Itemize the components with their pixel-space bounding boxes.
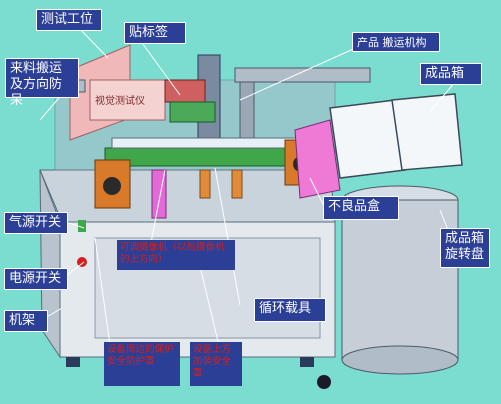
finished-bin-right — [391, 93, 463, 171]
equipment-placard: 视觉测试仪 — [95, 94, 145, 107]
label-power-switch: 电源开关 — [4, 268, 68, 290]
drive-wheel-left-hub — [103, 177, 121, 195]
red-switch — [77, 257, 87, 267]
conveyor-bar-top — [111, 137, 298, 149]
leader-lines — [39, 27, 456, 351]
reject-box-shape — [294, 119, 341, 199]
turntable-base — [341, 345, 459, 375]
caster-right — [317, 375, 331, 389]
turntable-body — [341, 199, 459, 361]
carrier-post — [199, 169, 211, 199]
product-transfer-post — [239, 81, 255, 143]
note-top-guard: 设备上方加装安全罩 — [190, 342, 242, 386]
label-feeder — [169, 101, 216, 123]
foot-left — [66, 357, 80, 367]
note-adjustable-camera: 可调摄像机（以后摄像机的上方向） — [117, 240, 235, 270]
label-frame: 机架 — [4, 310, 48, 332]
conveyor-bar — [104, 147, 311, 167]
label-air-switch: 气源开关 — [4, 212, 68, 234]
product-transfer-rail — [234, 67, 371, 83]
pink-box-front — [89, 79, 166, 121]
label-feed-transfer: 来料搬运及方向防呆 — [5, 58, 79, 108]
label-labeling: 贴标签 — [124, 22, 186, 44]
label-finished-box-turntable: 成品箱旋转盘 — [440, 228, 490, 268]
label-product-transfer: 产品 搬运机构 — [352, 32, 440, 52]
carrier-post — [231, 169, 243, 199]
note-perimeter-guard: 设备周边的保护安全防护罩 — [104, 342, 180, 386]
label-finished-box: 成品箱 — [420, 63, 482, 85]
foot-right — [300, 357, 314, 367]
label-reject-box: 不良品盒 — [323, 196, 399, 220]
green-switch — [78, 220, 86, 232]
label-test-station: 测试工位 — [36, 9, 102, 31]
label-circulating-carrier: 循环载具 — [254, 298, 326, 322]
